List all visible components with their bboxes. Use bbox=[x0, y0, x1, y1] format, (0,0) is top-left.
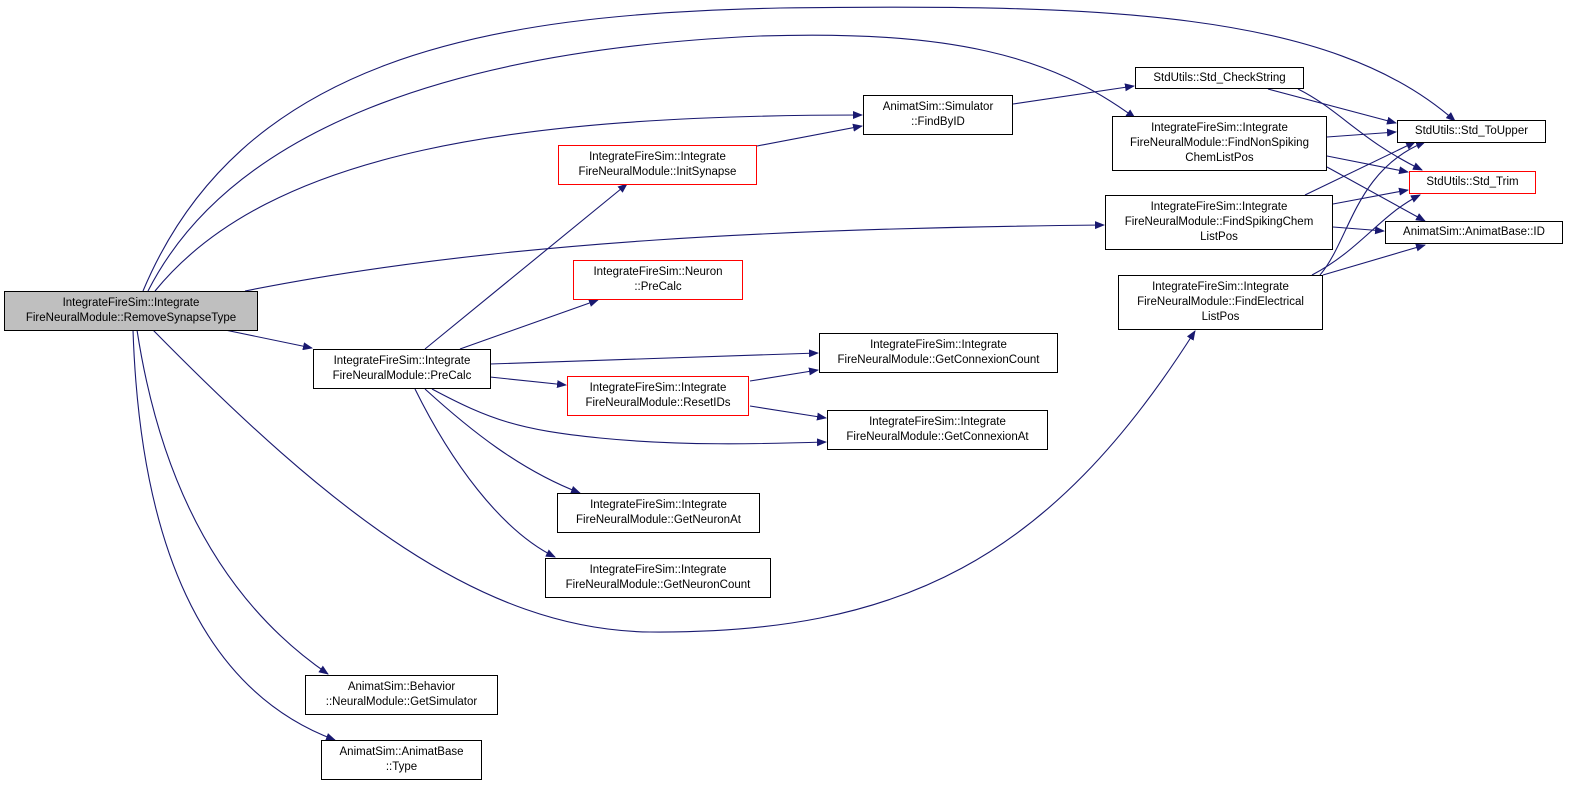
node-std-trim[interactable]: StdUtils::Std_Trim bbox=[1409, 171, 1536, 194]
node-neuron-precalc[interactable]: IntegrateFireSim::Neuron ::PreCalc bbox=[573, 260, 743, 300]
node-find-spiking[interactable]: IntegrateFireSim::Integrate FireNeuralMo… bbox=[1105, 195, 1333, 250]
edge-reset-ids-get-connexion-count bbox=[749, 367, 819, 382]
node-animatbase-id[interactable]: AnimatSim::AnimatBase::ID bbox=[1385, 221, 1563, 244]
edge-precalc-get-connexion-at bbox=[431, 388, 827, 447]
node-find-by-id[interactable]: AnimatSim::Simulator ::FindByID bbox=[863, 95, 1013, 135]
edge-root-find-spiking bbox=[244, 221, 1105, 292]
edge-precalc-get-connexion-count bbox=[489, 349, 819, 365]
edge-root-get-simulator bbox=[136, 329, 329, 675]
edge-precalc-init-synapse bbox=[424, 183, 628, 350]
node-get-simulator[interactable]: AnimatSim::Behavior ::NeuralModule::GetS… bbox=[305, 675, 498, 715]
edge-find-spiking-id bbox=[1332, 226, 1385, 235]
node-remove-synapse-type[interactable]: IntegrateFireSim::Integrate FireNeuralMo… bbox=[4, 291, 258, 331]
edge-find-nonspiking-trim bbox=[1326, 155, 1409, 175]
node-get-connexion-at[interactable]: IntegrateFireSim::Integrate FireNeuralMo… bbox=[827, 410, 1048, 450]
edge-find-by-id-check-string bbox=[1012, 83, 1135, 105]
edge-precalc-get-neuron-at bbox=[424, 388, 581, 494]
edge-precalc-neuron-precalc bbox=[459, 299, 599, 350]
edge-find-spiking-trim bbox=[1332, 187, 1409, 205]
node-std-to-upper[interactable]: StdUtils::Std_ToUpper bbox=[1397, 120, 1546, 143]
node-get-neuron-at[interactable]: IntegrateFireSim::Integrate FireNeuralMo… bbox=[557, 493, 760, 533]
edge-find-electrical-trim bbox=[1311, 194, 1421, 276]
node-reset-ids[interactable]: IntegrateFireSim::Integrate FireNeuralMo… bbox=[567, 376, 749, 416]
edge-find-electrical-id bbox=[1322, 243, 1426, 276]
node-precalc-module[interactable]: IntegrateFireSim::Integrate FireNeuralMo… bbox=[313, 349, 491, 389]
edge-init-synapse-find-by-id bbox=[756, 123, 863, 147]
edge-root-precalc bbox=[224, 329, 313, 351]
edge-precalc-reset-ids bbox=[489, 376, 567, 389]
edge-check-string-to-upper bbox=[1267, 88, 1397, 125]
edge-root-find-nonspiking bbox=[147, 34, 1136, 292]
edge-precalc-get-neuron-count bbox=[414, 388, 556, 558]
edge-find-spiking-to-upper bbox=[1304, 141, 1416, 196]
node-find-electrical[interactable]: IntegrateFireSim::Integrate FireNeuralMo… bbox=[1118, 275, 1323, 330]
edge-root-type bbox=[132, 329, 336, 741]
edge-root-find-electrical bbox=[152, 329, 1196, 633]
node-check-string[interactable]: StdUtils::Std_CheckString bbox=[1135, 67, 1304, 89]
node-type[interactable]: AnimatSim::AnimatBase ::Type bbox=[321, 740, 482, 780]
node-get-neuron-count[interactable]: IntegrateFireSim::Integrate FireNeuralMo… bbox=[545, 558, 771, 598]
node-get-connexion-count[interactable]: IntegrateFireSim::Integrate FireNeuralMo… bbox=[819, 333, 1058, 373]
edge-root-to-upper bbox=[142, 6, 1456, 292]
edge-check-string-trim bbox=[1297, 88, 1423, 171]
node-find-nonspiking[interactable]: IntegrateFireSim::Integrate FireNeuralMo… bbox=[1112, 116, 1327, 171]
edge-find-nonspiking-to-upper bbox=[1326, 128, 1397, 138]
edge-reset-ids-get-connexion-at bbox=[749, 405, 827, 421]
node-init-synapse[interactable]: IntegrateFireSim::Integrate FireNeuralMo… bbox=[558, 145, 757, 185]
edge-find-electrical-to-upper bbox=[1319, 141, 1426, 276]
edge-root-find-by-id bbox=[154, 111, 863, 292]
